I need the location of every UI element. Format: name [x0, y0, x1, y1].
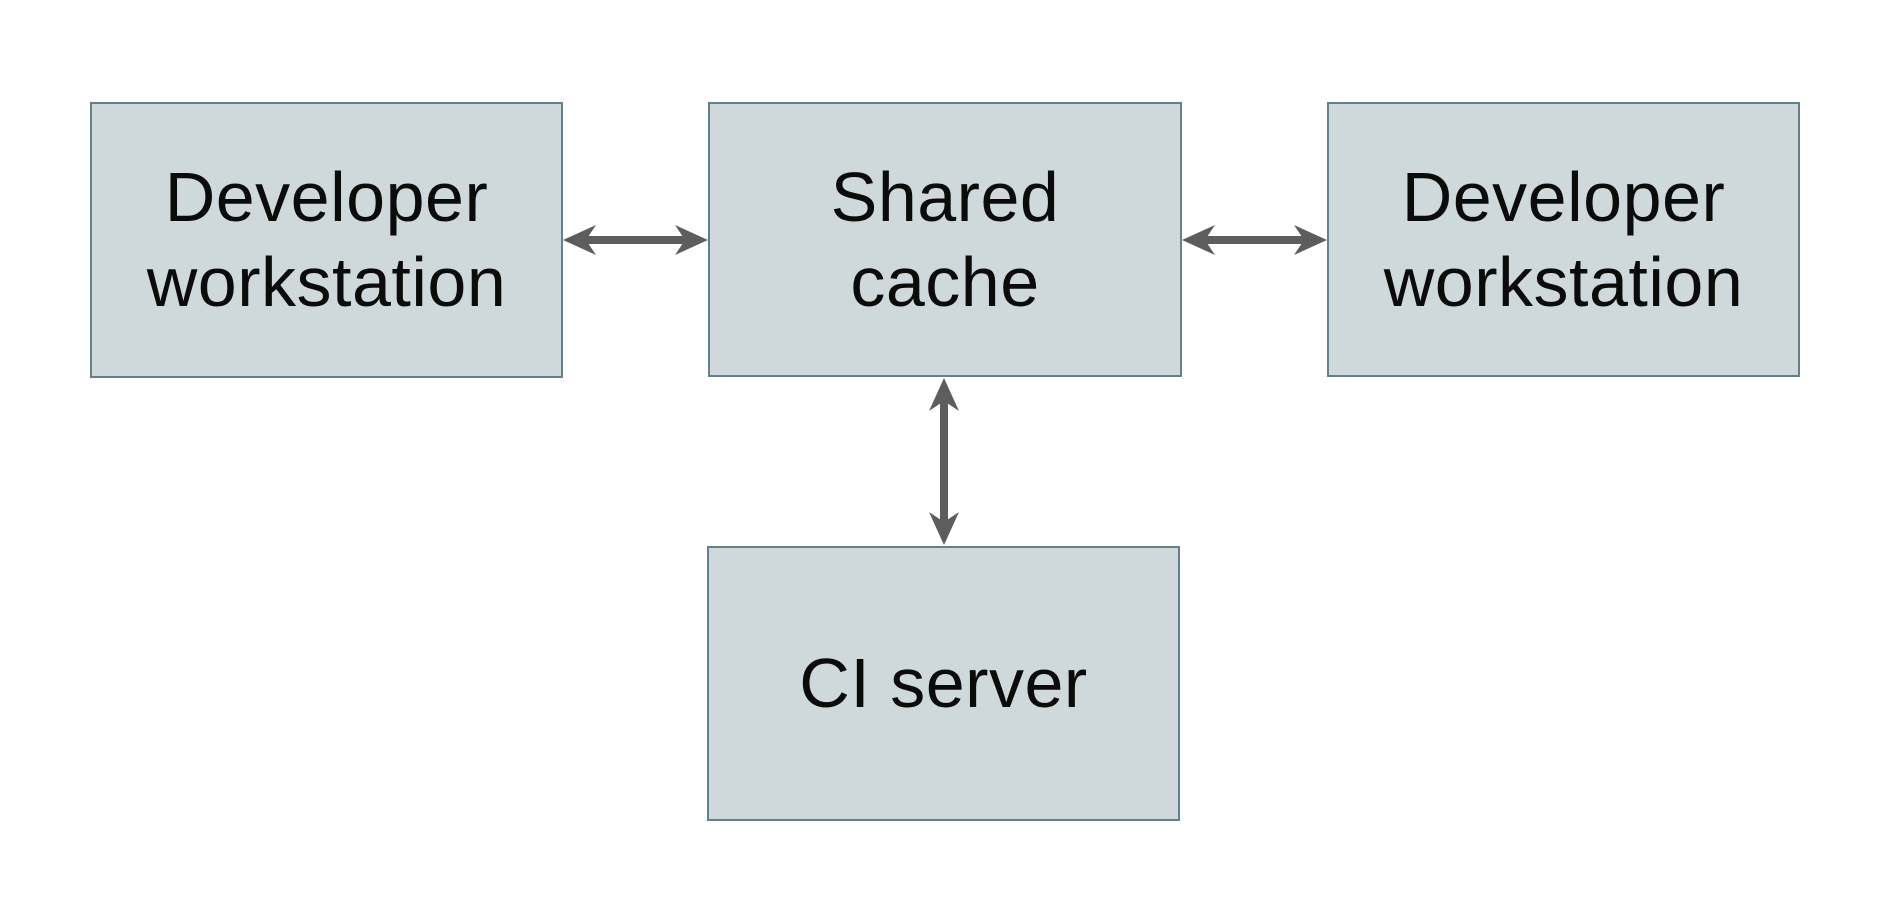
arrowhead-left-icon: [1182, 225, 1215, 255]
node-developer-workstation-left: Developer workstation: [90, 102, 563, 378]
node-label-line: workstation: [146, 243, 507, 321]
node-label-line: Developer: [1401, 157, 1726, 236]
arrowhead-up-icon: [929, 378, 959, 411]
arrowhead-right-icon: [675, 225, 708, 255]
arrowhead-left-icon: [563, 225, 596, 255]
node-label-line: cache: [850, 242, 1040, 321]
node-label-line: workstation: [1383, 242, 1744, 321]
arrowhead-down-icon: [929, 512, 959, 545]
arrow-shared-cache-workstation-right: [1182, 225, 1327, 255]
node-label-line: CI server: [799, 644, 1088, 723]
node-shared-cache: Shared cache: [708, 102, 1182, 377]
node-label-line: Developer: [164, 158, 489, 237]
arrow-workstation-left-shared-cache: [563, 225, 708, 255]
node-label-line: Shared: [830, 157, 1060, 236]
arrowhead-right-icon: [1294, 225, 1327, 255]
node-ci-server: CI server: [707, 546, 1180, 821]
arrow-shared-cache-ci-server: [929, 378, 959, 545]
node-developer-workstation-right: Developer workstation: [1327, 102, 1800, 377]
